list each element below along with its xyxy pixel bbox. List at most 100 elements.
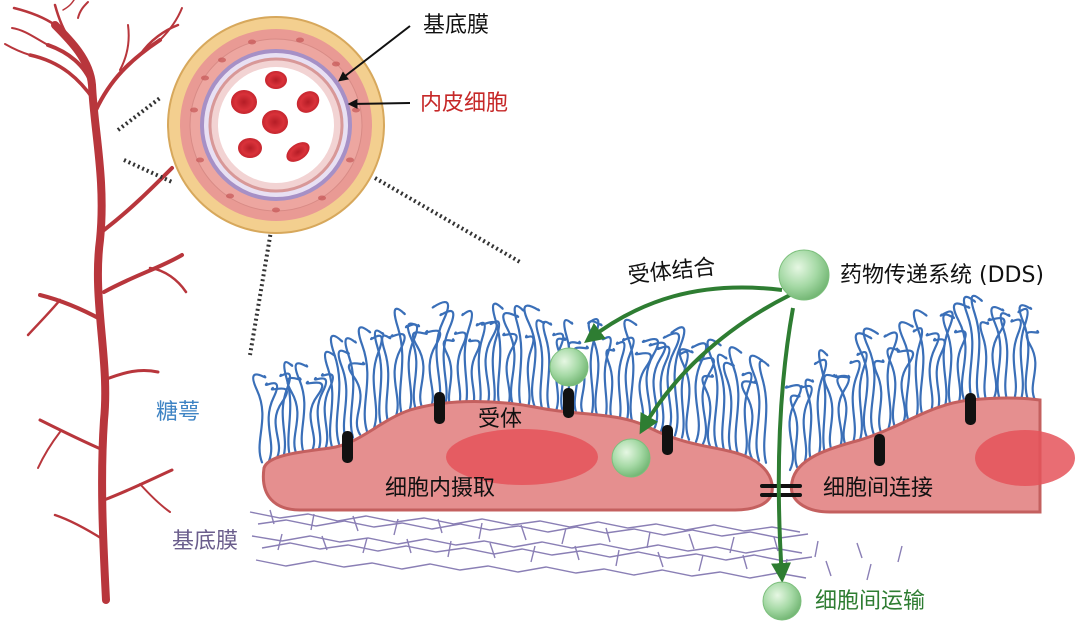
- glycocalyx-strand: [740, 380, 757, 460]
- label-dds: 药物传递系统 (DDS): [840, 263, 1045, 288]
- receptor-5: [874, 434, 885, 466]
- glycocalyx-strand: [701, 374, 714, 448]
- glycocalyx-strand: [552, 332, 565, 412]
- glycocalyx-strand: [439, 309, 455, 411]
- glycocalyx-strand: [912, 309, 928, 419]
- receptor-2: [434, 392, 445, 424]
- intercellular-junction-mark: [760, 484, 802, 497]
- endothelial-pointer-arrow: [347, 98, 411, 109]
- basement-membrane-mesh: [249, 509, 903, 581]
- glycocalyx-strand: [942, 313, 956, 409]
- glycocalyx-strand: [442, 338, 455, 411]
- glycocalyx-strand: [461, 309, 474, 410]
- glycocalyx-strand: [523, 304, 541, 409]
- glycocalyx-strand: [789, 393, 801, 469]
- glycocalyx-strand: [393, 307, 406, 417]
- glycocalyx-strand: [758, 359, 770, 464]
- intercellular-transport-arrow: [771, 307, 795, 583]
- vessel-tree: [4, 0, 188, 604]
- glycocalyx-strand: [896, 349, 915, 426]
- glycocalyx-strand: [381, 334, 392, 423]
- glycocalyx-strand: [390, 332, 406, 420]
- glycocalyx-strand: [453, 331, 467, 411]
- glycocalyx-strand: [313, 376, 328, 453]
- receptor-4: [662, 425, 673, 455]
- glycocalyx-strand: [502, 311, 520, 409]
- receptor-3: [563, 388, 574, 418]
- glycocalyx-strand: [886, 347, 899, 429]
- glycocalyx-strand: [480, 320, 498, 410]
- receptor-binding-arrow: [584, 285, 783, 344]
- glycocalyx-strand: [344, 337, 357, 439]
- glycocalyx-strand: [722, 361, 735, 454]
- label-basement-membrane-top: 基底膜: [423, 13, 490, 38]
- glycocalyx-strand: [932, 337, 946, 414]
- receptor-1: [342, 431, 353, 463]
- glycocalyx-strand: [641, 337, 660, 429]
- glycocalyx-strand: [406, 322, 421, 411]
- glycocalyx-strand: [524, 334, 535, 409]
- glycocalyx-strand: [939, 310, 954, 411]
- glycocalyx-strand: [952, 302, 971, 404]
- glycocalyx-strand: [987, 317, 1006, 402]
- glycocalyx-strand: [862, 327, 880, 437]
- dds-particle-transported: [762, 581, 802, 621]
- glycocalyx-strand: [535, 319, 546, 410]
- dds-particle-internalized: [611, 438, 651, 478]
- glycocalyx-strand: [662, 332, 681, 435]
- glycocalyx-strand: [990, 305, 1005, 402]
- label-intercellular-junction: 细胞间连接: [823, 476, 934, 501]
- dds-particle-main: [778, 249, 830, 301]
- basement-pointer-arrow: [338, 25, 411, 82]
- glycocalyx-strand: [411, 331, 428, 411]
- label-endothelial-cell: 内皮细胞: [420, 91, 509, 116]
- receptors: [342, 388, 976, 466]
- glycocalyx-strand: [542, 320, 553, 411]
- zoom-callout-lines: [116, 96, 522, 356]
- dds-particles: [549, 249, 830, 621]
- glycocalyx-strand: [849, 359, 861, 444]
- glycocalyx-strand: [502, 332, 518, 410]
- glycocalyx-strand: [320, 373, 334, 451]
- glycocalyx-strand: [491, 302, 504, 410]
- glycocalyx-strand: [279, 372, 292, 460]
- glycocalyx-strand: [634, 351, 652, 428]
- dds-particle-bound: [549, 347, 589, 387]
- glycocalyx-strand: [621, 336, 635, 425]
- glycocalyx-strand: [697, 356, 715, 445]
- label-glycocalyx: 糖萼: [156, 400, 201, 425]
- glycocalyx-strand: [823, 373, 837, 453]
- glycocalyx-strand: [329, 334, 344, 445]
- glycocalyx-strand: [252, 373, 267, 464]
- label-intercellular-transport: 细胞间运输: [815, 589, 926, 614]
- glycocalyx-strand: [468, 338, 481, 410]
- glycocalyx-strand: [1010, 318, 1022, 402]
- glycocalyx-strand: [305, 380, 324, 454]
- glycocalyx-strand: [270, 386, 288, 461]
- glycocalyx-strand: [431, 300, 450, 411]
- vessel-cross-section: [167, 16, 385, 234]
- glycocalyx-strand: [283, 360, 294, 458]
- glycocalyx-strand: [264, 382, 279, 463]
- glycocalyx-strand: [953, 329, 967, 406]
- glycocalyx-strand: [475, 321, 486, 410]
- glycocalyx-strand: [373, 329, 385, 427]
- glycocalyx-strand: [489, 320, 501, 410]
- glycocalyx-strand: [741, 371, 753, 458]
- glycocalyx-strand: [836, 374, 851, 447]
- glycocalyx-strand: [873, 359, 885, 434]
- glycocalyx-strand: [817, 349, 829, 456]
- glycocalyx-strand: [1018, 304, 1033, 402]
- glycocalyx-strand: [347, 361, 366, 436]
- intracellular-uptake-arrow: [639, 293, 791, 435]
- glycocalyx-strand: [979, 321, 990, 402]
- nucleus-right: [975, 430, 1075, 486]
- glycocalyx-strand: [605, 348, 616, 423]
- glycocalyx-strand: [337, 349, 350, 442]
- dds-pathway-arrows: [584, 285, 795, 583]
- glycocalyx-strand: [615, 340, 626, 424]
- glycocalyx-strand: [357, 326, 372, 433]
- glycocalyx-strand: [513, 304, 525, 409]
- glycocalyx-strand: [1025, 329, 1040, 402]
- glycocalyx-strand: [748, 354, 764, 462]
